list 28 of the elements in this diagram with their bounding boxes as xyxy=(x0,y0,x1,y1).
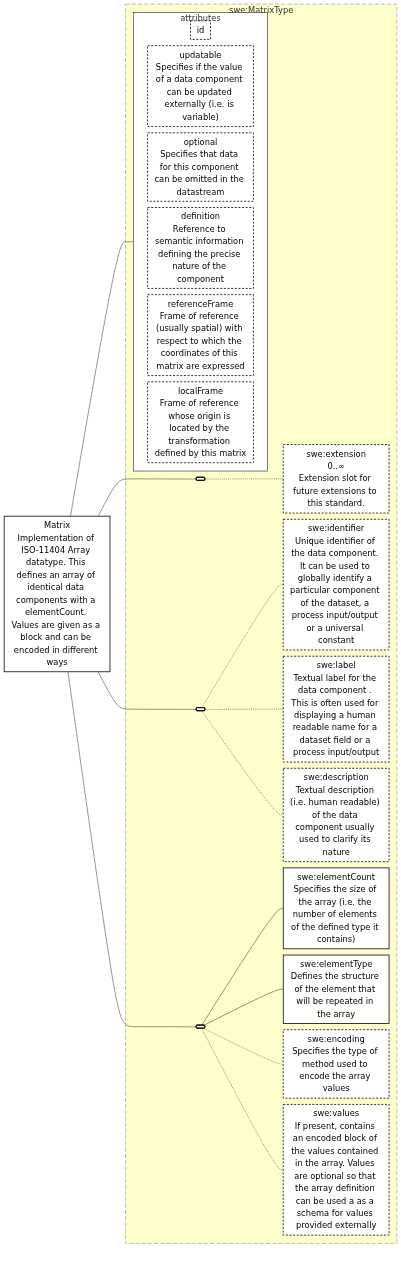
node-box xyxy=(282,444,390,514)
connector xyxy=(205,478,284,480)
node-box xyxy=(282,1104,390,1236)
connector xyxy=(201,908,284,1026)
connector xyxy=(205,708,284,710)
node-box xyxy=(282,767,390,863)
node-box xyxy=(147,45,254,127)
node-box xyxy=(3,515,111,673)
node-box xyxy=(147,132,254,202)
connector xyxy=(203,989,284,1026)
node-box xyxy=(147,381,254,464)
connector xyxy=(67,671,197,1028)
connector xyxy=(201,1028,284,1171)
connector xyxy=(201,710,284,816)
connector xyxy=(97,478,197,517)
node-box xyxy=(282,1029,390,1099)
node-box xyxy=(147,207,254,289)
cluster xyxy=(125,3,398,1244)
connector xyxy=(201,584,284,709)
node-box xyxy=(282,655,390,763)
node-box xyxy=(147,294,254,376)
node-box xyxy=(190,20,211,40)
node-box xyxy=(282,867,390,950)
node-box xyxy=(282,518,390,651)
node-box xyxy=(282,954,390,1024)
connector xyxy=(203,1028,284,1065)
connector xyxy=(70,241,134,517)
connector xyxy=(97,671,197,710)
